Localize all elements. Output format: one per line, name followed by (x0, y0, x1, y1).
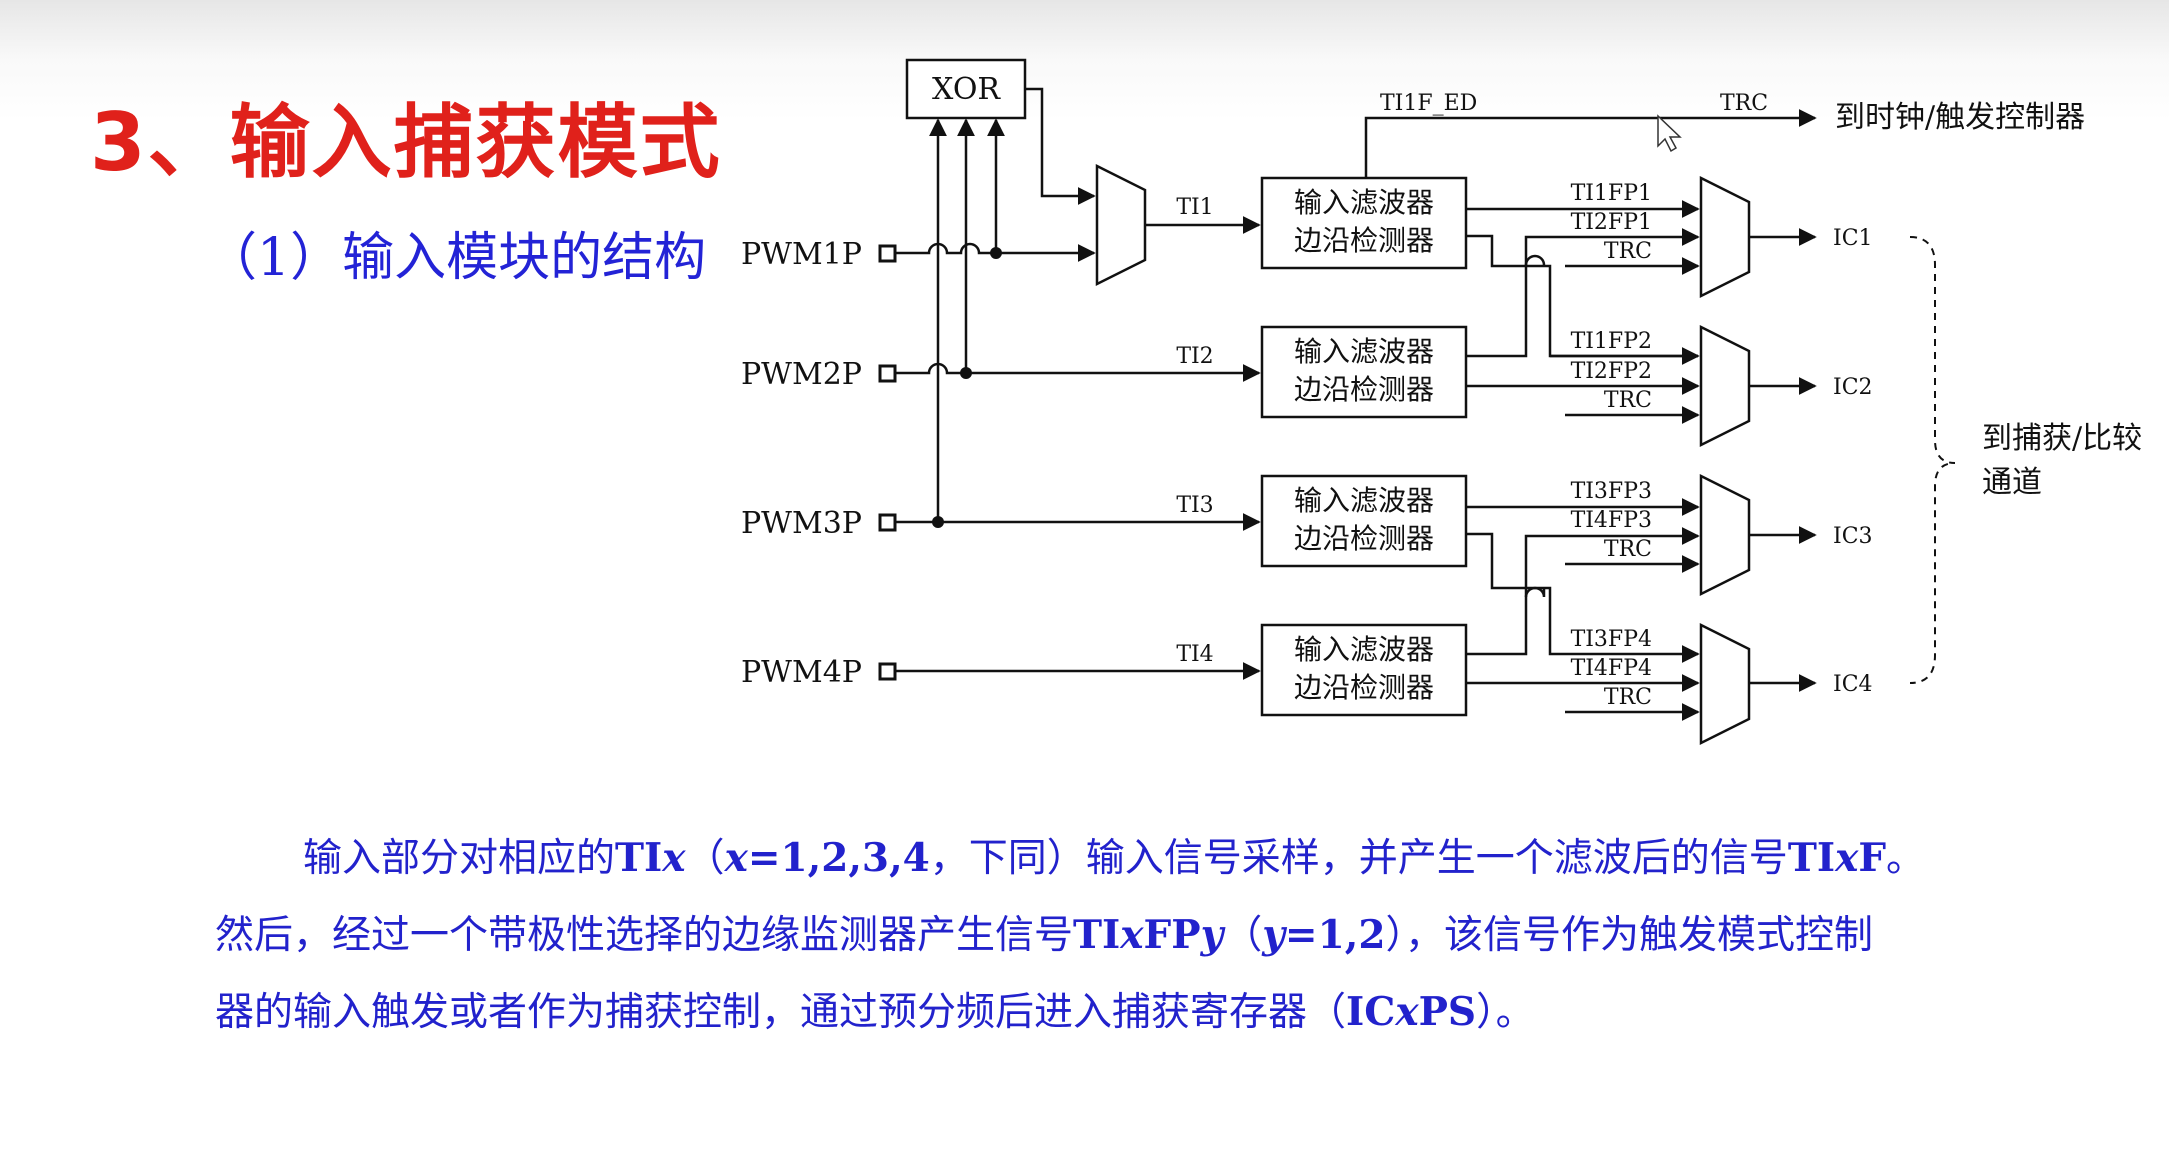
junction-dot (990, 247, 1002, 259)
mux4-in2: TI4FP4 (1571, 656, 1652, 681)
slide-subtitle: （1）输入模块的结构 (205, 228, 707, 288)
mux1-in3: TRC (1604, 239, 1652, 264)
output-ic2-label: IC2 (1833, 375, 1873, 400)
xor-gate (905, 58, 1027, 120)
filter-label-2b: 边沿检测器 (1294, 373, 1434, 406)
description-line-2: 然后，经过一个带极性选择的边缘监测器产生信号TIxFPy（y=1,2），该信号作… (215, 912, 1873, 958)
input-pin-pwm4p (878, 662, 897, 681)
output-mux-2 (1699, 324, 1751, 448)
filter-edge-detector-1 (1260, 176, 1468, 270)
output-ic3-label: IC3 (1833, 524, 1873, 549)
mux3-in3: TRC (1604, 537, 1652, 562)
ti1-label: TI1 (1176, 195, 1213, 220)
mux2-in2: TI2FP2 (1571, 359, 1652, 384)
filter-edge-detector-3 (1260, 474, 1468, 568)
input-pin-pwm2p (878, 364, 897, 383)
ti3-label: TI3 (1176, 493, 1213, 518)
filter-edge-detector-4 (1260, 623, 1468, 717)
filter-label-3b: 边沿检测器 (1294, 522, 1434, 555)
mux3-in1: TI3FP3 (1571, 479, 1652, 504)
filter-label-1a: 输入滤波器 (1294, 186, 1434, 219)
mux1-in2: TI2FP1 (1571, 210, 1652, 235)
ti1-input-mux (1095, 163, 1147, 287)
input-pin-pwm3p (878, 513, 897, 532)
filter-label-4a: 输入滤波器 (1294, 633, 1434, 666)
input-label-pwm1p: PWM1P (741, 237, 862, 272)
input-label-pwm2p: PWM2P (741, 357, 862, 392)
filter-label-3a: 输入滤波器 (1294, 484, 1434, 517)
mux2-in3: TRC (1604, 388, 1652, 413)
description-text: 输入部分对相应的TIx（x=1,2,3,4，下同）输入信号采样，并产生一个滤波后… (215, 820, 2045, 1051)
input-pin-pwm1p (878, 244, 897, 263)
to-capture-label-2: 通道 (1982, 465, 2042, 500)
slide-title: 3、输入捕获模式 (90, 96, 722, 189)
output-mux-1 (1699, 175, 1751, 299)
output-mux-3 (1699, 473, 1751, 597)
trc-top-label: TRC (1720, 91, 1768, 116)
output-ic4-label: IC4 (1833, 672, 1873, 697)
description-line-1: 输入部分对相应的TIx（x=1,2,3,4，下同）输入信号采样，并产生一个滤波后… (303, 835, 1926, 881)
to-clock-trigger-label: 到时钟/触发控制器 (1835, 100, 2085, 135)
mux4-in3: TRC (1604, 685, 1652, 710)
mux3-in2: TI4FP3 (1571, 508, 1652, 533)
output-mux-4 (1699, 622, 1751, 746)
input-label-pwm4p: PWM4P (741, 655, 862, 690)
filter-label-2a: 输入滤波器 (1294, 335, 1434, 368)
mux4-in1: TI3FP4 (1571, 627, 1652, 652)
xor-label: XOR (932, 72, 1001, 107)
filter-edge-detector-2 (1260, 325, 1468, 419)
description-line-3: 器的输入触发或者作为捕获控制，通过预分频后进入捕获寄存器（ICxPS）。 (215, 989, 1535, 1035)
input-label-pwm3p: PWM3P (741, 506, 862, 541)
ti1f-ed-label: TI1F_ED (1380, 91, 1477, 116)
to-capture-label-1: 到捕获/比较 (1982, 421, 2142, 456)
mux2-in1: TI1FP2 (1571, 329, 1652, 354)
filter-label-4b: 边沿检测器 (1294, 671, 1434, 704)
ti2-label: TI2 (1176, 344, 1213, 369)
mux1-in1: TI1FP1 (1571, 181, 1652, 206)
capture-channel-brace (1909, 236, 1956, 684)
junction-dot (960, 367, 972, 379)
filter-label-1b: 边沿检测器 (1294, 224, 1434, 257)
output-ic1-label: IC1 (1833, 226, 1873, 251)
ti4-label: TI4 (1176, 642, 1213, 667)
junction-dot (932, 516, 944, 528)
mouse-cursor-icon (1657, 114, 1682, 153)
